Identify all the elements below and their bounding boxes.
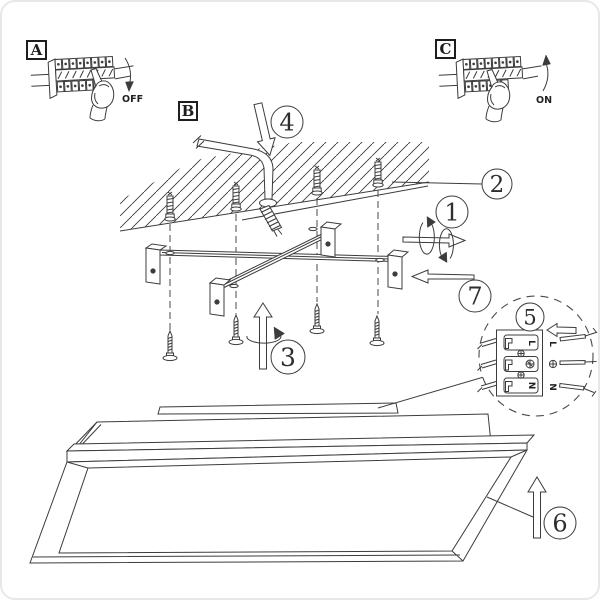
panel-face	[29, 449, 528, 564]
bracket-flange-front	[208, 277, 239, 317]
screw-icon	[309, 303, 325, 335]
leader-detail	[377, 373, 495, 409]
terminal-block: L N	[496, 329, 543, 397]
inset-c: C ON	[435, 39, 552, 123]
twist-arrow-step1	[402, 216, 467, 255]
screw-head-icon	[517, 349, 525, 358]
screw-icon	[369, 315, 385, 347]
screw-icon	[162, 330, 178, 362]
leader-step6	[486, 496, 534, 518]
incoming-wires	[477, 338, 498, 393]
guide-dashlines	[169, 190, 379, 330]
detail-bubble: L N L N	[477, 295, 598, 417]
mounting-bracket	[144, 221, 410, 317]
block-label-neutral: N	[526, 382, 536, 390]
svg-text:2: 2	[490, 172, 505, 198]
svg-text:1: 1	[444, 199, 459, 227]
step-circle-4: 4	[270, 105, 304, 139]
bracket-flange-right	[375, 249, 410, 290]
svg-text:5: 5	[523, 306, 536, 330]
step-circle-5: 5	[515, 302, 545, 332]
arrow-up-step6	[527, 476, 547, 539]
step-circle-2: 2	[481, 168, 513, 200]
step-circle-6: 6	[543, 506, 577, 540]
twist-arrow-step7	[410, 228, 475, 284]
off-arrow-icon	[124, 57, 134, 93]
earth-icon	[525, 359, 535, 369]
screw-head-icon	[517, 371, 525, 379]
earth-icon	[548, 359, 558, 369]
panel-fixture	[29, 402, 536, 564]
clamp-lever-icon	[505, 381, 513, 392]
inset-c-label: C	[440, 40, 452, 58]
leader-step2	[391, 181, 483, 185]
svg-text:7: 7	[467, 283, 482, 311]
svg-text:3: 3	[280, 343, 296, 372]
off-label: OFF	[122, 94, 143, 105]
supply-wires: L N	[547, 327, 598, 397]
step-circle-3: 3	[270, 339, 306, 375]
arrow-left-detail	[546, 322, 577, 338]
step-circle-1: 1	[435, 195, 469, 229]
panel-frame	[65, 434, 536, 463]
inset-a-label: A	[30, 41, 43, 59]
step-circle-7: 7	[458, 279, 492, 313]
arrow-down-step4	[253, 102, 276, 157]
inset-b: B	[178, 101, 198, 121]
block-label-live: L	[526, 340, 536, 346]
clamp-lever-icon	[505, 338, 513, 349]
conduit	[192, 135, 277, 208]
svg-text:4: 4	[279, 109, 294, 137]
bracket-flange-left	[144, 243, 175, 285]
twist-arrow-step3	[246, 302, 285, 370]
bracket-flange-back	[308, 221, 343, 258]
wire-bundle	[259, 204, 283, 237]
terminal-strip-icon	[29, 54, 136, 100]
wire-label-neutral: N	[547, 383, 557, 391]
inset-b-label: B	[182, 102, 195, 120]
conduit-break-icon	[192, 135, 205, 149]
clamp-lever-icon	[505, 359, 513, 371]
screw-icon	[228, 314, 244, 346]
inset-a: A OFF	[26, 40, 143, 122]
on-label: ON	[536, 95, 552, 106]
on-arrow-icon	[542, 54, 551, 92]
wire-label-live: L	[547, 341, 557, 347]
svg-text:6: 6	[552, 510, 567, 538]
